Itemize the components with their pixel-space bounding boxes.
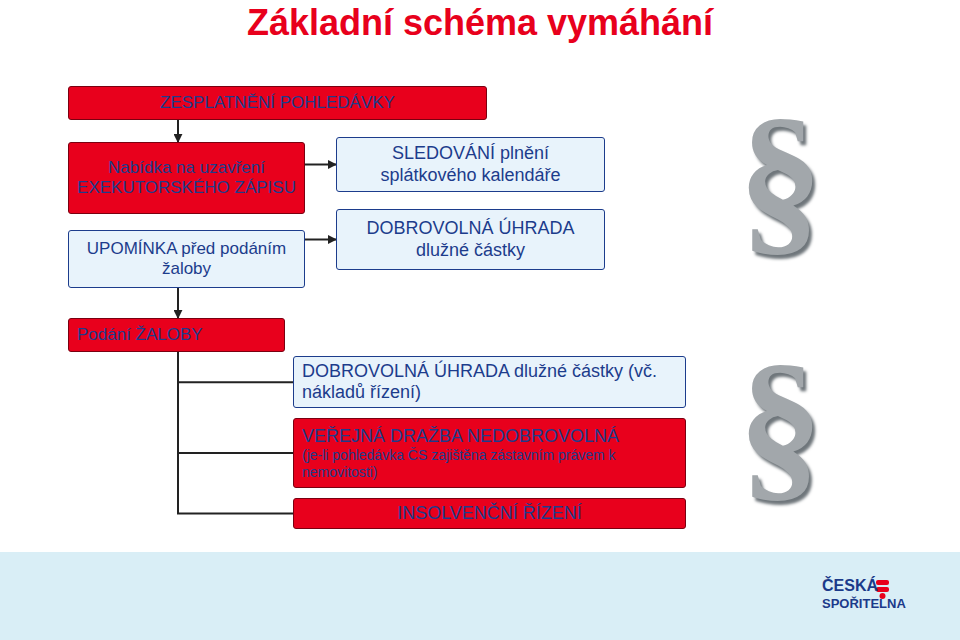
box-text: INSOLVENČNÍ ŘÍZENÍ — [302, 503, 677, 524]
process-box-red: Nabídka na uzavření EXEKUTORSKÉHO ZÁPISU — [68, 142, 305, 214]
box-text: DOBROVOLNÁ ÚHRADA dlužné částky — [345, 218, 596, 260]
connector-line — [178, 352, 293, 514]
box-text: Podání ŽALOBY — [77, 325, 276, 345]
process-box: UPOMÍNKA před podáním žaloby — [68, 230, 305, 288]
process-box-red: Podání ŽALOBY — [68, 318, 285, 352]
box-text: VEŘEJNÁ DRAŽBA NEDOBROVOLNÁ — [302, 426, 677, 447]
process-box: SLEDOVÁNÍ plnění splátkového kalendáře — [336, 137, 605, 192]
process-box: DOBROVOLNÁ ÚHRADA dlužné částky — [336, 209, 605, 270]
connector-arrow — [177, 288, 179, 318]
connector-arrow — [305, 164, 336, 166]
box-text: ZESPLATNĚNÍ POHLEDÁVKY — [77, 93, 478, 113]
box-text: Nabídka na uzavření EXEKUTORSKÉHO ZÁPISU — [77, 158, 296, 198]
box-note: (je-li pohledávka ČS zajištěna zástavním… — [302, 447, 677, 480]
process-box-red: INSOLVENČNÍ ŘÍZENÍ — [293, 498, 686, 529]
process-box-red: ZESPLATNĚNÍ POHLEDÁVKY — [68, 86, 487, 120]
box-text: UPOMÍNKA před podáním žaloby — [77, 239, 296, 279]
connector-line — [178, 352, 293, 453]
paragraph-symbol: § — [738, 338, 823, 508]
logo-text: SPOŘITELNA — [822, 597, 906, 610]
process-box-red: VEŘEJNÁ DRAŽBA NEDOBROVOLNÁ(je-li pohled… — [293, 418, 686, 488]
connector-arrow — [177, 120, 179, 142]
footer-band — [0, 552, 960, 640]
box-text: SLEDOVÁNÍ plnění splátkového kalendáře — [345, 143, 596, 185]
process-box: DOBROVOLNÁ ÚHRADA dlužné částky (vč. nák… — [293, 356, 686, 408]
box-text: DOBROVOLNÁ ÚHRADA dlužné částky (vč. nák… — [302, 361, 677, 403]
paragraph-symbol: § — [738, 92, 823, 262]
page-title: Základní schéma vymáhání — [0, 2, 960, 44]
logo-text: ČESKÁ — [822, 578, 878, 594]
connector-line — [178, 352, 293, 382]
connector-arrow — [305, 239, 336, 241]
